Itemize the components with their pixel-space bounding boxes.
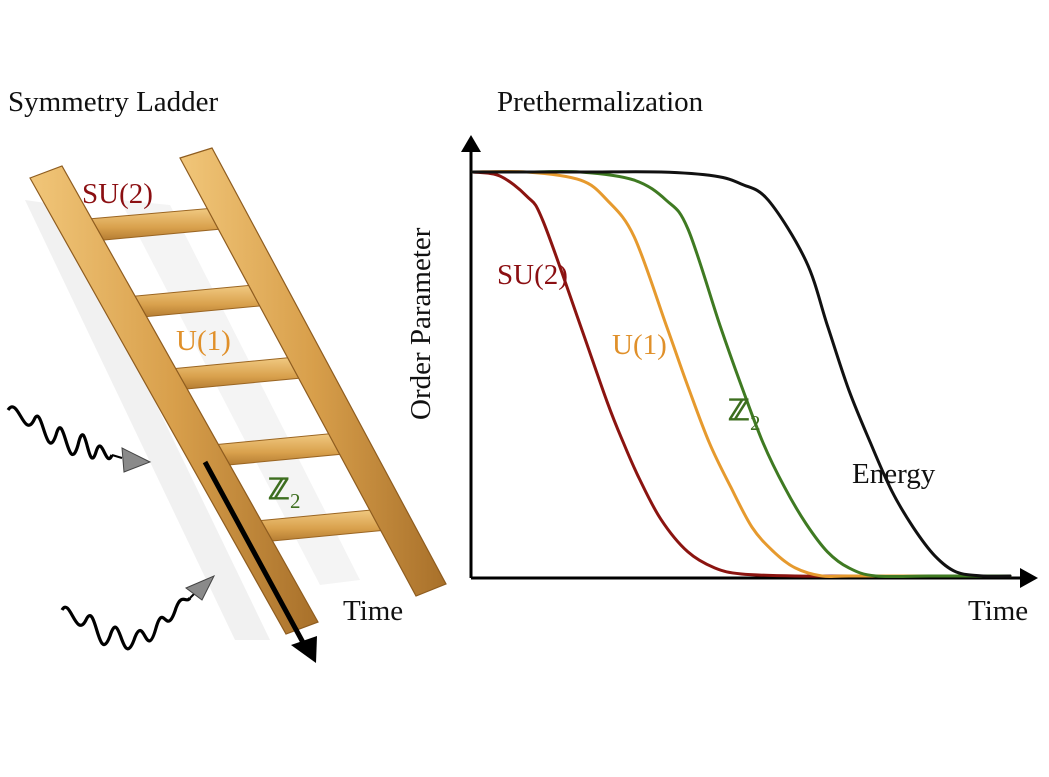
drive-wave-icon-upper <box>6 405 152 473</box>
chart-annotation-energy: Energy <box>852 458 936 490</box>
ladder-right-rail <box>179 147 447 597</box>
chart-ylabel: Order Parameter <box>405 227 437 420</box>
ladder-time-arrowhead <box>291 636 317 663</box>
chart-x-axis-arrowhead <box>1020 568 1038 588</box>
ladder-title: Symmetry Ladder <box>8 86 219 118</box>
ladder-label-u1: U(1) <box>176 325 231 357</box>
ladder-left-rail <box>29 165 319 635</box>
chart-series-line-3 <box>471 170 1012 578</box>
chart-annotation-u1: U(1) <box>612 329 667 361</box>
chart-y-axis-arrowhead <box>461 135 481 152</box>
ladder-label-z2: ℤ 2 <box>268 474 301 513</box>
ladder-rungs <box>87 206 399 543</box>
ladder-label-z2-base: ℤ <box>268 474 290 506</box>
drive-wave-icon-lower <box>60 575 216 651</box>
chart-annotation-z2: ℤ 2 <box>728 395 761 435</box>
ladder-label-su2: SU(2) <box>82 178 153 210</box>
ladder-rails <box>29 147 447 635</box>
chart-panel: Prethermalization Order Parameter Time S… <box>405 86 1038 627</box>
chart-annotation-su2: SU(2) <box>497 259 568 291</box>
ladder-time-label: Time <box>343 595 403 627</box>
ladder-label-z2-sub: 2 <box>290 489 301 513</box>
chart-series-layer <box>471 169 1012 579</box>
chart-annotation-z2-base: ℤ <box>728 395 750 427</box>
ladder-time-arrow <box>202 460 309 650</box>
ladder-panel: Symmetry Ladder SU(2) U(1) ℤ 2 Ti <box>6 86 447 663</box>
chart-series-line-2 <box>471 169 1012 579</box>
chart-xlabel: Time <box>968 595 1028 627</box>
chart-series-line-0 <box>471 170 1012 578</box>
chart-series-line-1 <box>471 169 1012 579</box>
chart-title: Prethermalization <box>497 86 704 118</box>
chart-annotation-z2-sub: 2 <box>750 411 761 435</box>
